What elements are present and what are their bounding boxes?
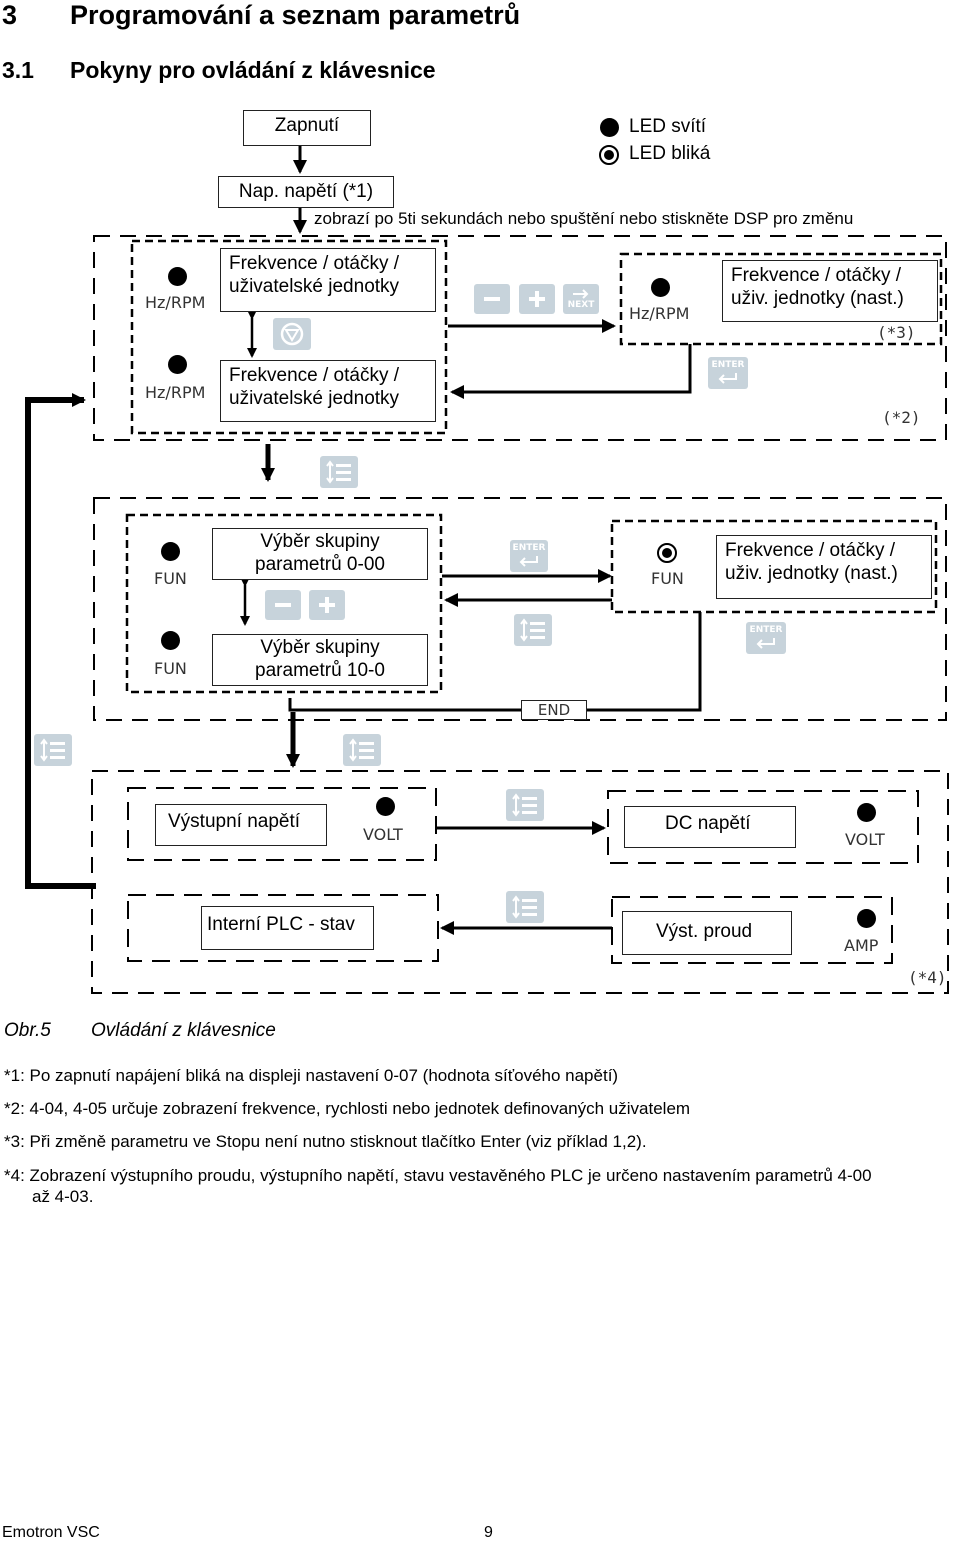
stop-key[interactable] — [273, 318, 311, 350]
led-on-icon — [376, 797, 395, 816]
output-voltage-box: Výstupní napětí — [155, 804, 327, 846]
group-0-box: Výběr skupiny parametrů 0-00 — [212, 528, 428, 580]
unit-label: AMP — [844, 936, 879, 955]
display-note: zobrazí po 5ti sekundách nebo spuštění n… — [314, 209, 854, 228]
note-4: (*4) — [908, 968, 947, 987]
plus-key[interactable] — [519, 284, 555, 314]
voltage-box: Nap. napětí (*1) — [218, 176, 394, 208]
enter-key[interactable]: ENTER — [708, 357, 748, 389]
menu-key[interactable] — [506, 789, 544, 821]
menu-key[interactable] — [514, 614, 552, 646]
led-blink-icon — [599, 145, 619, 165]
enter-key-label: ENTER — [711, 360, 745, 370]
next-key[interactable]: NEXT — [563, 284, 599, 314]
unit-label: VOLT — [363, 825, 403, 844]
enter-key-label: ENTER — [512, 543, 546, 553]
subsection-number: 3.1 — [2, 57, 34, 83]
freq-set-box-2: Frekvence / otáčky / uživ. jednotky (nas… — [716, 535, 932, 599]
unit-label: Hz/RPM — [145, 383, 206, 402]
unit-label: VOLT — [845, 830, 885, 849]
menu-key[interactable] — [506, 891, 544, 923]
freq-user-box-2: Frekvence / otáčky / uživatelské jednotk… — [220, 360, 436, 422]
unit-label: Hz/RPM — [145, 293, 206, 312]
led-on-icon — [857, 803, 876, 822]
section-heading: 3 Programování a seznam parametrů — [2, 0, 520, 31]
subsection-title: Pokyny pro ovládání z klávesnice — [70, 57, 436, 83]
enter-key[interactable]: ENTER — [510, 540, 548, 572]
led-on-icon — [857, 909, 876, 928]
dc-voltage-box: DC napětí — [624, 806, 796, 848]
enter-key[interactable]: ENTER — [746, 622, 786, 654]
subsection-heading: 3.1 Pokyny pro ovládání z klávesnice — [2, 57, 436, 84]
note-2: (*2) — [882, 408, 921, 427]
plus-key[interactable] — [309, 590, 345, 620]
plc-status-box: Interní PLC - stav — [201, 906, 374, 950]
output-current-box: Výst. proud — [622, 911, 792, 955]
menu-key[interactable] — [343, 734, 381, 766]
footnote-2: *2: 4-04, 4-05 určuje zobrazení frekvenc… — [4, 1099, 691, 1118]
figure-label: Obr.5 — [4, 1020, 51, 1041]
section-title: Programování a seznam parametrů — [70, 0, 521, 30]
menu-key[interactable] — [34, 734, 72, 766]
led-on-icon — [600, 118, 619, 137]
enter-key-label: ENTER — [749, 625, 783, 635]
led-on-icon — [168, 355, 187, 374]
led-on-icon — [161, 542, 180, 561]
unit-label: FUN — [154, 569, 187, 588]
footnote-3: *3: Při změně parametru ve Stopu není nu… — [4, 1132, 647, 1151]
section-number: 3 — [2, 0, 18, 30]
led-blink-icon — [657, 543, 677, 563]
menu-key[interactable] — [320, 456, 358, 488]
unit-label: Hz/RPM — [629, 304, 690, 323]
group-10-box: Výběr skupiny parametrů 10-0 — [212, 634, 428, 686]
footnote-4: *4: Zobrazení výstupního proudu, výstupn… — [4, 1166, 872, 1185]
power-on-box: Zapnutí — [243, 110, 371, 146]
footnote-1: *1: Po zapnutí napájení bliká na displej… — [4, 1066, 619, 1085]
end-key[interactable]: END — [521, 700, 587, 720]
led-on-icon — [168, 267, 187, 286]
minus-key[interactable] — [265, 590, 301, 620]
footer-product: Emotron VSC — [2, 1524, 100, 1541]
freq-user-box-1: Frekvence / otáčky / uživatelské jednotk… — [220, 248, 436, 312]
led-on-icon — [651, 278, 670, 297]
footer-page-number: 9 — [484, 1524, 493, 1541]
footnote-4-continued: až 4-03. — [32, 1187, 94, 1206]
legend-led-on: LED svítí — [629, 116, 707, 137]
unit-label: FUN — [154, 659, 187, 678]
legend-led-blink: LED bliká — [629, 143, 711, 164]
next-key-label: NEXT — [567, 300, 595, 310]
led-on-icon — [161, 631, 180, 650]
minus-key[interactable] — [474, 284, 510, 314]
freq-set-box-1: Frekvence / otáčky / uživ. jednotky (nas… — [722, 260, 938, 322]
figure-caption: Ovládání z klávesnice — [91, 1020, 276, 1041]
unit-label: FUN — [651, 569, 684, 588]
diagram-lines — [25, 146, 949, 994]
note-3: (*3) — [877, 323, 916, 342]
